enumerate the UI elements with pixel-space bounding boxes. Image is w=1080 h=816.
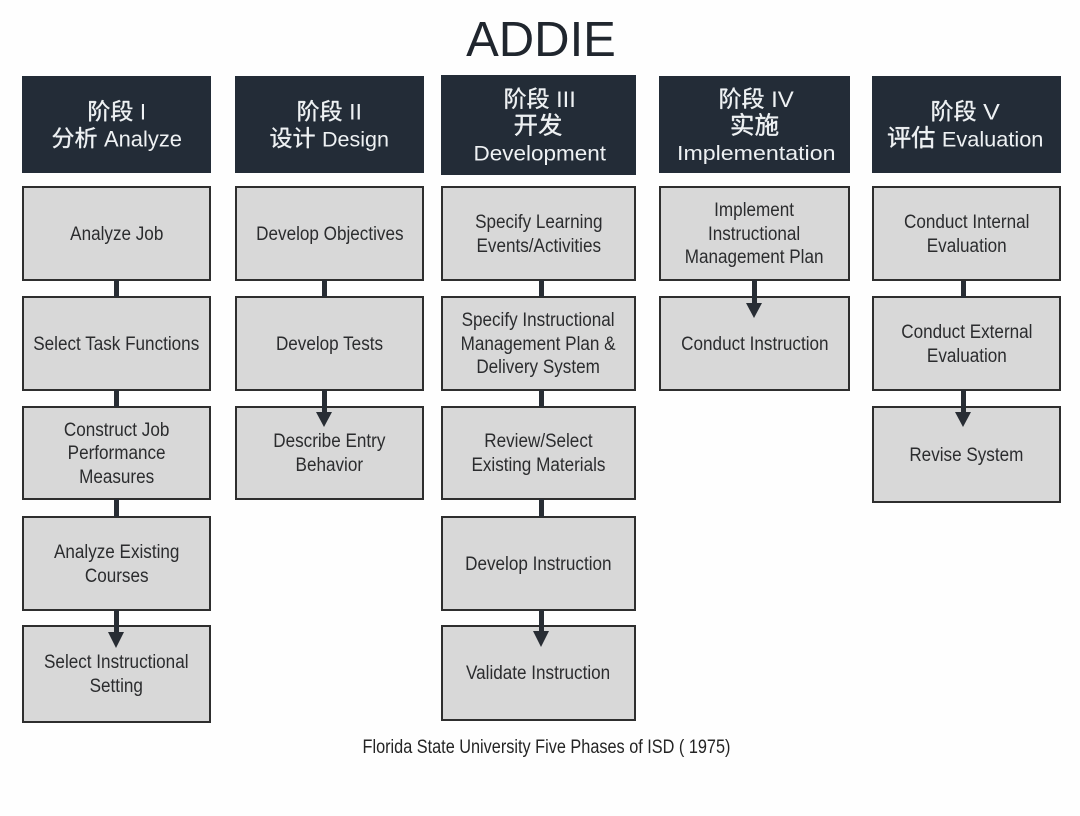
svg-text:Implementation: Implementation: [677, 143, 836, 165]
svg-text:V: V: [983, 100, 1000, 125]
svg-text:Analyze: Analyze: [104, 126, 182, 151]
svg-text:I: I: [140, 100, 146, 125]
svg-text:III: III: [556, 87, 576, 112]
svg-text:IV: IV: [771, 87, 794, 112]
svg-text:II: II: [349, 100, 362, 125]
svg-text:Design: Design: [322, 128, 389, 151]
svg-text:Evaluation: Evaluation: [942, 127, 1044, 151]
svg-text:Development: Development: [474, 142, 607, 166]
